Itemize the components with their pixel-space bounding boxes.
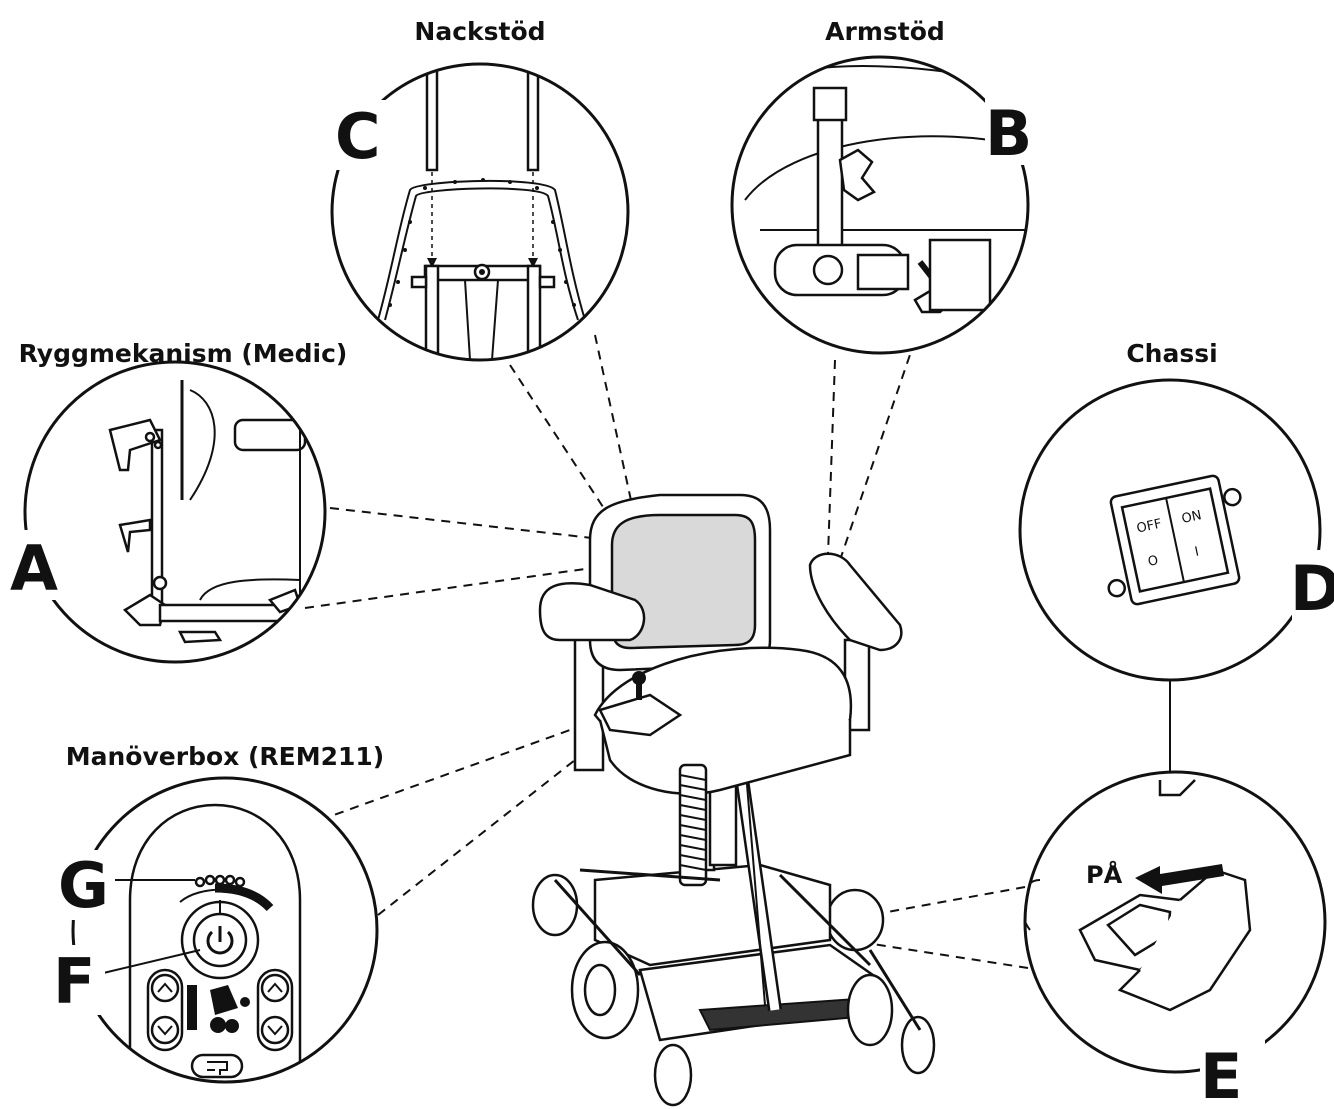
label-bg-pa — [1085, 860, 1130, 886]
letter-c: C — [335, 100, 381, 173]
gas-spring — [678, 763, 708, 887]
heading-armrest: Armstöd — [825, 17, 945, 46]
on-arrow-label: PÅ — [1086, 860, 1123, 889]
letter-e: E — [1200, 1040, 1242, 1109]
detail-circle-b — [730, 55, 1030, 355]
label-bg-a — [8, 530, 68, 600]
heading-control-box: Manöverbox (REM211) — [66, 742, 384, 771]
chevron-down-icon — [157, 1025, 173, 1036]
armrest-left — [538, 582, 646, 642]
letter-a: A — [10, 532, 58, 605]
caster-left-rear — [531, 873, 579, 937]
letter-g: G — [58, 849, 109, 922]
right-stepper[interactable] — [256, 968, 294, 1052]
detail-circle-a — [23, 360, 327, 664]
chevron-down-icon — [267, 1025, 283, 1036]
detail-circle-c — [330, 62, 630, 362]
switch-off-symbol: O — [1147, 553, 1160, 570]
label-bg-d — [1292, 550, 1334, 620]
leader-lines — [304, 334, 1171, 969]
horn-icon — [207, 1061, 228, 1075]
detail-circle-control-box — [71, 776, 379, 1084]
pointer-f — [94, 949, 201, 976]
switch-on-label: ON — [1180, 508, 1203, 527]
caster-front-left — [653, 1043, 693, 1107]
switch-off-label: OFF — [1135, 517, 1163, 537]
detail-circle-e — [1023, 770, 1327, 1074]
heading-chassis: Chassi — [1126, 339, 1217, 368]
chevron-up-icon — [267, 982, 283, 993]
caster-front-right — [900, 1015, 936, 1075]
letter-f: F — [53, 945, 95, 1018]
wheelchair — [531, 493, 936, 1107]
battery-indicator-icon — [194, 874, 246, 888]
letter-d: D — [1290, 552, 1334, 625]
power-button[interactable] — [180, 900, 260, 980]
rear-right-wheel — [825, 888, 885, 952]
seat-icon — [187, 985, 250, 1033]
letter-b: B — [985, 97, 1032, 170]
horn-button[interactable] — [190, 1053, 244, 1079]
heading-back-mechanism: Ryggmekanism (Medic) — [19, 339, 348, 368]
label-bg-c — [330, 100, 390, 170]
label-bg-e — [1200, 1030, 1265, 1105]
heading-neck-rest: Nackstöd — [414, 17, 545, 46]
detail-circle-d: OFF O ON I — [1018, 378, 1322, 682]
drive-wheel-right — [846, 973, 894, 1047]
label-bg-f — [50, 945, 105, 1015]
left-stepper[interactable] — [146, 968, 184, 1052]
switch-on-symbol: I — [1193, 544, 1200, 559]
power-icon — [206, 926, 234, 955]
chevron-up-icon — [157, 982, 173, 993]
armrest-right — [808, 552, 903, 652]
label-bg-b — [985, 95, 1035, 165]
label-bg-g — [55, 850, 115, 920]
